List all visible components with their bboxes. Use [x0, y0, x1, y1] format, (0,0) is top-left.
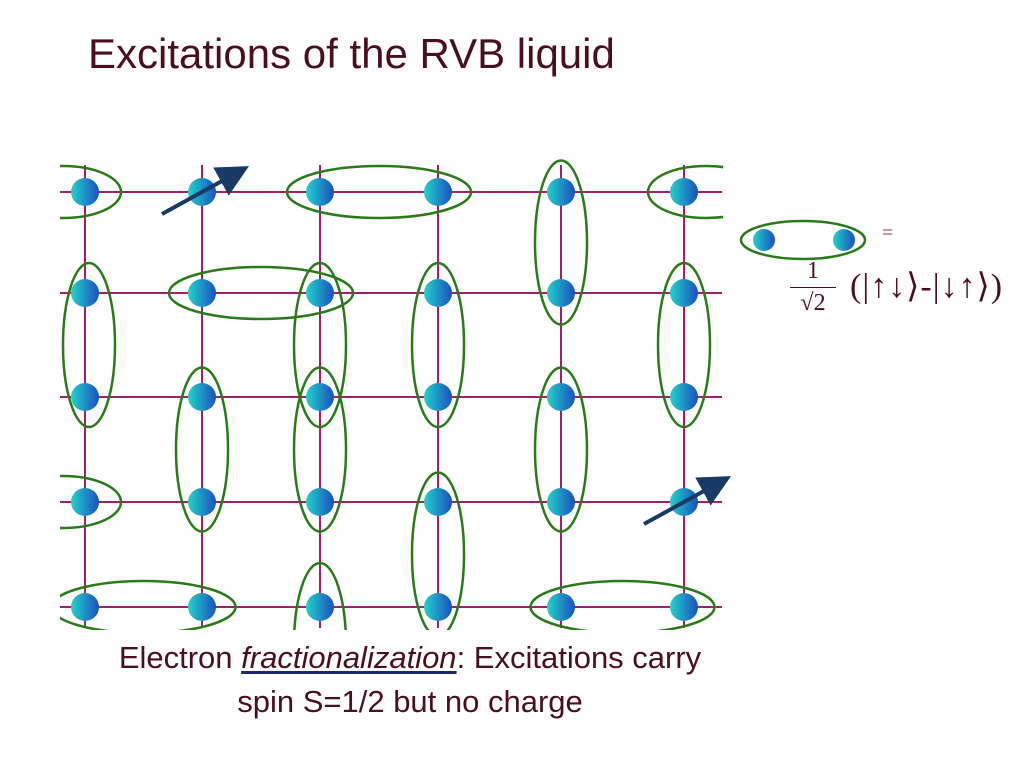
- singlet-bond-vertical: [292, 366, 348, 533]
- singlet-bond-horizontal: [60, 579, 237, 630]
- legend-site-dot: [753, 229, 775, 251]
- singlet-bond-horizontal: [167, 265, 355, 321]
- equals-sign: =: [882, 222, 894, 244]
- lattice-site-dot: [71, 178, 99, 206]
- lattice-site-dot: [71, 593, 99, 621]
- singlet-bond-horizontal: [529, 579, 716, 630]
- legend-bond-ellipse: [739, 219, 867, 261]
- singlet-bond-vertical: [533, 159, 589, 326]
- lattice-site-dot: [188, 593, 216, 621]
- spin-arrow-icon: [161, 166, 250, 216]
- singlet-bond-vertical: [293, 561, 347, 630]
- spin-arrow-icon: [643, 476, 732, 526]
- lattice-site-dot: [71, 279, 99, 307]
- caption-suffix: : Excitations carry: [456, 640, 702, 675]
- lattice-site-dot: [670, 178, 698, 206]
- singlet-bond-vertical: [174, 366, 230, 533]
- singlet-bond-vertical: [292, 261, 348, 429]
- lattice-site-dot: [71, 488, 99, 516]
- lattice-site-dot: [424, 383, 452, 411]
- lattice-site-dot: [670, 279, 698, 307]
- legend-singlet: [739, 219, 867, 261]
- lattice-site-dot: [188, 488, 216, 516]
- singlet-bond-vertical: [410, 471, 466, 630]
- lattice-site-dot: [306, 593, 334, 621]
- slide-title: Excitations of the RVB liquid: [88, 30, 615, 77]
- singlet-ket-expression: (|↑↓⟩-|↓↑⟩): [850, 268, 1004, 305]
- lattice-site-dot: [670, 383, 698, 411]
- rvb-lattice-diagram: [60, 159, 867, 630]
- lattice-site-dot: [424, 593, 452, 621]
- lattice-grid: [60, 165, 722, 628]
- singlet-bond-vertical: [61, 261, 117, 429]
- lattice-sites: [71, 178, 698, 621]
- lattice-site-dot: [547, 488, 575, 516]
- normalization-fraction: 1 √2: [790, 258, 836, 317]
- lattice-site-dot: [547, 279, 575, 307]
- lattice-site-dot: [306, 279, 334, 307]
- lattice-site-dot: [547, 593, 575, 621]
- singlet-bond-horizontal: [285, 164, 473, 220]
- caption-line-1: Electron fractionalization: Excitations …: [0, 639, 820, 677]
- singlet-bond-vertical: [656, 261, 712, 429]
- lattice-site-dot: [424, 178, 452, 206]
- singlet-bond-vertical: [410, 261, 466, 429]
- free-spins: [161, 166, 732, 526]
- caption-term: fractionalization: [241, 640, 457, 675]
- singlet-bond-horizontal: [60, 164, 123, 220]
- lattice-site-dot: [306, 488, 334, 516]
- lattice-site-dot: [670, 593, 698, 621]
- lattice-site-dot: [424, 279, 452, 307]
- singlet-bonds: [60, 159, 723, 630]
- lattice-site-dot: [306, 178, 334, 206]
- caption-line-2: spin S=1/2 but no charge: [237, 684, 583, 719]
- lattice-site-dot: [71, 383, 99, 411]
- caption-prefix: Electron: [118, 640, 242, 675]
- singlet-bond-vertical: [533, 366, 589, 533]
- legend-site-dot: [833, 229, 855, 251]
- lattice-site-dot: [424, 488, 452, 516]
- fraction-denominator: √2: [800, 290, 826, 316]
- lattice-site-dot: [188, 383, 216, 411]
- lattice-site-dot: [547, 178, 575, 206]
- singlet-bond-horizontal: [646, 164, 723, 220]
- lattice-site-dot: [306, 383, 334, 411]
- fraction-numerator: 1: [790, 258, 836, 288]
- lattice-site-dot: [547, 383, 575, 411]
- lattice-site-dot: [188, 279, 216, 307]
- singlet-bond-horizontal: [60, 474, 123, 530]
